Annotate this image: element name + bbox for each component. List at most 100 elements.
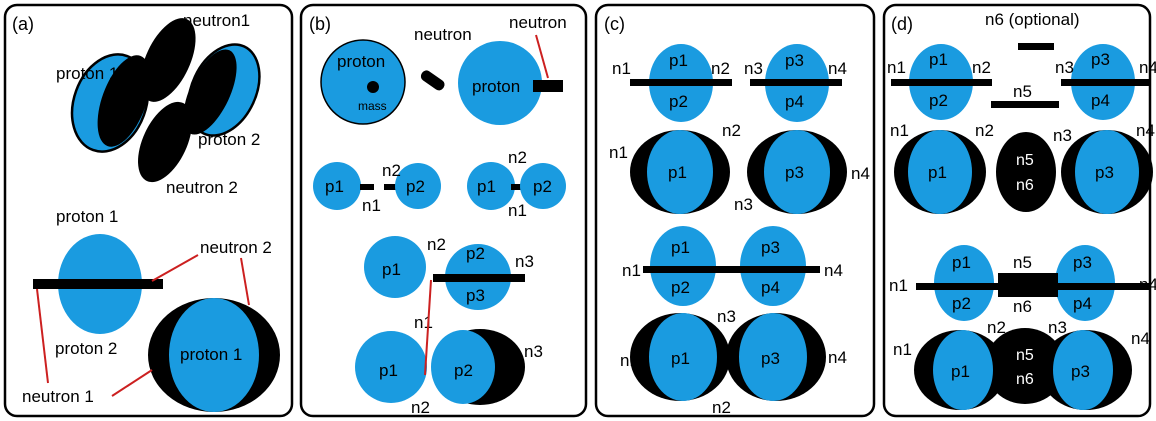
d-r4-p1: p1 xyxy=(951,362,970,381)
r2-p1-a xyxy=(313,162,361,210)
d-r2-p3: p3 xyxy=(1095,163,1114,182)
proton-1-top xyxy=(70,53,151,153)
c-r3-p1: p1 xyxy=(671,238,690,257)
label-neutron1-top: neutron1 xyxy=(183,11,250,30)
r3-label-p3: p3 xyxy=(466,286,485,305)
r3-label-n2: n2 xyxy=(427,235,446,254)
leader-b xyxy=(535,34,549,79)
d-r1-n5: n5 xyxy=(1013,82,1032,101)
d-r3-n1: n1 xyxy=(889,276,908,295)
d-r2-n4: n4 xyxy=(1136,121,1155,140)
d-r3-p1: p1 xyxy=(952,253,971,272)
c-r1-n4: n4 xyxy=(828,59,847,78)
panel-a: (a) proton 1 neutron1 proton 2 neutron 2… xyxy=(3,3,294,418)
d-label-n6-optional: n6 (optional) xyxy=(985,10,1080,29)
proton-large-right xyxy=(458,41,542,125)
d-r3-p2: p2 xyxy=(952,294,971,313)
r3-label-p2: p2 xyxy=(466,244,485,263)
c-r1-n2: n2 xyxy=(711,59,730,78)
r4-label-p1: p1 xyxy=(379,361,398,380)
label-mass: mass xyxy=(358,99,387,113)
panel-c-letter: (c) xyxy=(604,14,625,34)
c-r2-n2: n2 xyxy=(722,121,741,140)
d-r3-p3: p3 xyxy=(1073,253,1092,272)
r4-p2-sphere xyxy=(431,329,525,405)
label-neutron-b: neutron xyxy=(509,13,567,32)
d-r2-n5: n5 xyxy=(1016,152,1034,169)
panel-a-letter: (a) xyxy=(12,14,34,34)
r2-label-p1-a: p1 xyxy=(325,177,344,196)
d-r3-n4: n4 xyxy=(1139,275,1156,294)
d-r3-p4: p4 xyxy=(1073,294,1092,313)
r2-label-n2-a: n2 xyxy=(382,161,401,180)
r2-bar-a1 xyxy=(360,184,374,190)
d-r4-n3: n3 xyxy=(1048,318,1067,337)
c-r4-n1: n1 xyxy=(620,351,639,370)
d-r1-p4: p4 xyxy=(1091,91,1110,110)
c-r1-n1: n1 xyxy=(612,59,631,78)
c-r2-p3: p3 xyxy=(785,163,804,182)
c-r4-n4: n4 xyxy=(828,348,847,367)
c-r1-n3: n3 xyxy=(744,59,763,78)
r4-label-n3: n3 xyxy=(524,342,543,361)
r2-bar-b xyxy=(511,184,529,190)
r2-label-n2-b: n2 xyxy=(508,148,527,167)
d-r3-center-block xyxy=(998,273,1058,297)
label-proton-1-top: proton 1 xyxy=(56,64,118,83)
c-r4-pair xyxy=(630,313,826,401)
label-proton-2-mid: proton 2 xyxy=(55,339,117,358)
c-r2-sphere-right xyxy=(747,130,847,214)
d-r1-p1: p1 xyxy=(929,50,948,69)
c-r3-p2: p2 xyxy=(671,278,690,297)
d-r4-n6: n6 xyxy=(1016,371,1034,388)
r2-label-p2-a: p2 xyxy=(406,177,425,196)
r2-label-p1-b: p1 xyxy=(477,177,496,196)
panel-b: (b) proton mass neutron proton neutron p… xyxy=(299,3,588,418)
d-r2-sphere-left xyxy=(894,130,986,214)
leader-lines-a xyxy=(36,254,250,397)
proton-large-left xyxy=(320,39,406,125)
d-r2-p1: p1 xyxy=(928,163,947,182)
proton-1-sphere xyxy=(148,298,280,412)
r3-label-n1: n1 xyxy=(414,313,433,332)
r2-p2-a xyxy=(395,163,441,209)
r3-label-p1: p1 xyxy=(382,260,401,279)
d-r1-p3: p3 xyxy=(1091,50,1110,69)
neutron-2-top xyxy=(138,101,192,183)
r3-p1 xyxy=(364,236,426,298)
d-r4-n2: n2 xyxy=(987,318,1006,337)
c-r2-p1: p1 xyxy=(668,163,687,182)
c-r2-n1: n1 xyxy=(609,143,628,162)
d-r4-n4: n4 xyxy=(1131,329,1150,348)
r4-label-p2: p2 xyxy=(454,361,473,380)
c-r1-p4: p4 xyxy=(785,92,804,111)
d-r2-n2: n2 xyxy=(975,121,994,140)
d-r4-n1: n1 xyxy=(893,340,912,359)
d-r4-cluster xyxy=(914,328,1132,410)
d-r1-bar-right xyxy=(1061,79,1150,86)
c-r2-n3: n3 xyxy=(734,195,753,214)
label-proton-1-mid: proton 1 xyxy=(56,207,118,226)
d-r1-n2: n2 xyxy=(972,58,991,77)
c-r3-p3: p3 xyxy=(761,238,780,257)
d-r3-n6: n6 xyxy=(1013,297,1032,316)
d-r2-n1: n1 xyxy=(890,121,909,140)
label-proton-1-in: proton 1 xyxy=(180,345,242,364)
label-proton-2-top: proton 2 xyxy=(198,130,260,149)
panel-d: (d) n6 (optional) n1 p1 p2 n2 n5 n3 p3 p… xyxy=(882,3,1156,418)
mass-dot xyxy=(367,81,379,93)
label-neutron-a: neutron xyxy=(414,25,472,44)
c-r3-p4: p4 xyxy=(761,278,780,297)
r2-label-p2-b: p2 xyxy=(533,177,552,196)
r2-bar-a2 xyxy=(384,184,398,190)
r4-p1 xyxy=(355,331,427,403)
label-proton-left: proton xyxy=(337,52,385,71)
neutron-1-top xyxy=(140,18,196,102)
c-r1-p2: p2 xyxy=(669,92,688,111)
r2-p2-b xyxy=(520,163,566,209)
label-neutron-2-top: neutron 2 xyxy=(166,178,238,197)
c-r4-p3: p3 xyxy=(761,349,780,368)
d-r1-p2: p2 xyxy=(929,91,948,110)
d-r2-sphere-right xyxy=(1061,130,1153,214)
label-neutron-1-bot: neutron 1 xyxy=(22,387,94,406)
